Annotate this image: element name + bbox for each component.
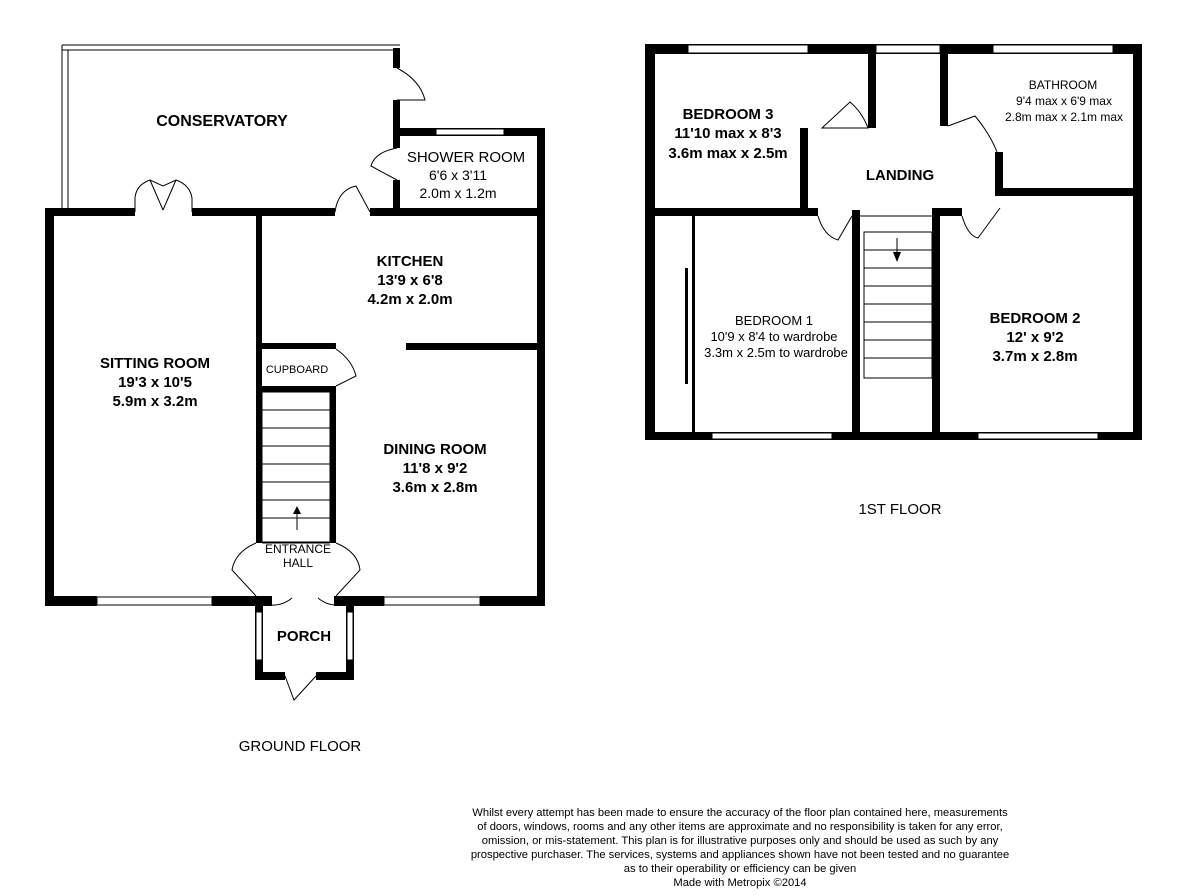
dining-room-metric: 3.6m x 2.8m (392, 479, 477, 496)
entrance-hall-line2: HALL (283, 556, 313, 570)
disclaimer-line: Whilst every attempt has been made to en… (472, 807, 1008, 819)
porch-label: PORCH (277, 628, 331, 645)
bedroom3-label: BEDROOM 3 11'10 max x 8'3 3.6m max x 2.5… (668, 106, 787, 162)
bedroom1-name: BEDROOM 1 (735, 313, 813, 328)
credit-line: Made with Metropix ©2014 (673, 877, 807, 889)
conservatory-label: CONSERVATORY (156, 113, 288, 130)
bedroom1-metric: 3.3m x 2.5m to wardrobe (704, 345, 848, 360)
disclaimer-line: of doors, windows, rooms and any other i… (477, 821, 1003, 833)
dining-room-imperial: 11'8 x 9'2 (403, 460, 468, 477)
bedroom3-name: BEDROOM 3 (683, 106, 774, 123)
bedroom2-metric: 3.7m x 2.8m (992, 348, 1077, 365)
shower-room-imperial: 6'6 x 3'11 (429, 167, 487, 183)
sitting-room-name: SITTING ROOM (100, 355, 210, 372)
ground-floor-plan: CONSERVATORY SHOWER ROOM 6'6 x 3'11 2.0m… (45, 44, 545, 755)
kitchen-label: KITCHEN 13'9 x 6'8 4.2m x 2.0m (367, 253, 452, 308)
bedroom3-imperial: 11'10 max x 8'3 (674, 125, 781, 142)
shower-room-metric: 2.0m x 1.2m (419, 185, 496, 201)
first-floor-windows (687, 44, 1114, 440)
bathroom-metric: 2.8m max x 2.1m max (1005, 110, 1123, 124)
conservatory-walls (61, 44, 400, 210)
ground-floor-label: GROUND FLOOR (239, 738, 362, 755)
dining-room-label: DINING ROOM 11'8 x 9'2 3.6m x 2.8m (383, 441, 486, 496)
bedroom3-metric: 3.6m max x 2.5m (668, 145, 787, 162)
sitting-room-metric: 5.9m x 3.2m (112, 393, 197, 410)
bedroom2-name: BEDROOM 2 (990, 310, 1081, 327)
ground-floor-doors (134, 67, 426, 701)
ground-floor-staircase (261, 391, 331, 543)
sitting-room-imperial: 19'3 x 10'5 (118, 374, 192, 391)
disclaimer-line: as to their operability or efficiency ca… (623, 863, 857, 875)
first-floor-label: 1ST FLOOR (858, 501, 941, 518)
shower-room-label: SHOWER ROOM 6'6 x 3'11 2.0m x 1.2m (407, 149, 525, 201)
cupboard-label: CUPBOARD (266, 364, 328, 376)
landing-label: LANDING (866, 167, 934, 184)
kitchen-name: KITCHEN (377, 253, 444, 270)
kitchen-imperial: 13'9 x 6'8 (377, 272, 443, 289)
disclaimer: Whilst every attempt has been made to en… (440, 806, 1040, 890)
bathroom-imperial: 9'4 max x 6'9 max (1016, 94, 1112, 108)
kitchen-metric: 4.2m x 2.0m (367, 291, 452, 308)
bedroom2-imperial: 12' x 9'2 (1006, 329, 1063, 346)
bedroom1-label: BEDROOM 1 10'9 x 8'4 to wardrobe 3.3m x … (704, 313, 848, 360)
bedroom1-imperial: 10'9 x 8'4 to wardrobe (710, 329, 837, 344)
first-floor-staircase (863, 231, 933, 379)
bedroom2-label: BEDROOM 2 12' x 9'2 3.7m x 2.8m (990, 310, 1081, 365)
sitting-room-label: SITTING ROOM 19'3 x 10'5 5.9m x 3.2m (100, 355, 210, 410)
dining-room-name: DINING ROOM (383, 441, 486, 458)
entrance-hall-label: ENTRANCE HALL (265, 542, 331, 570)
disclaimer-line: prospective purchaser. The services, sys… (470, 849, 1010, 861)
ground-floor-windows (96, 128, 505, 661)
first-floor-plan: BEDROOM 3 11'10 max x 8'3 3.6m max x 2.5… (645, 44, 1142, 518)
bathroom-name: BATHROOM (1029, 78, 1097, 92)
disclaimer-line: omission, or mis-statement. This plan is… (481, 835, 999, 847)
bathroom-label: BATHROOM 9'4 max x 6'9 max 2.8m max x 2.… (1005, 78, 1123, 124)
entrance-hall-line1: ENTRANCE (265, 542, 331, 556)
shower-room-name: SHOWER ROOM (407, 149, 525, 166)
first-floor-doors (817, 101, 1001, 241)
